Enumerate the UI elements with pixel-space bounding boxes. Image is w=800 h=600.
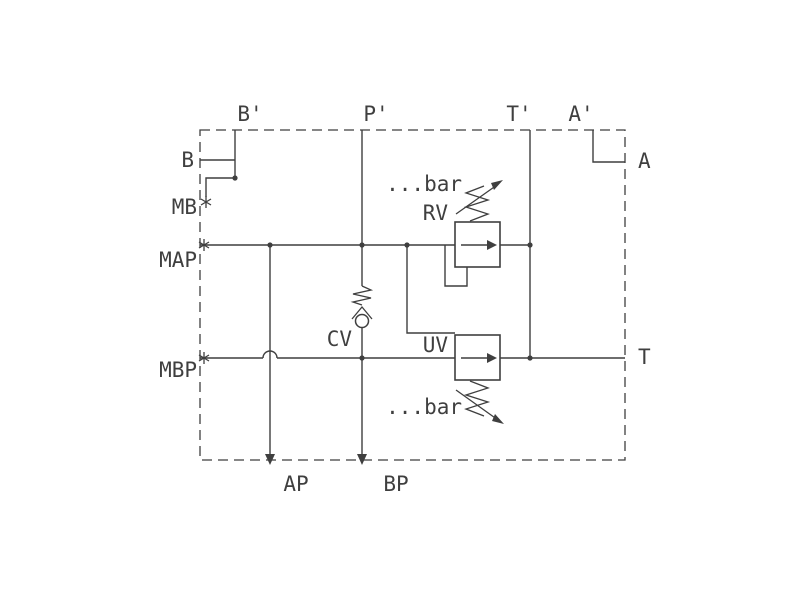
- label-cv: CV: [327, 327, 353, 351]
- unloading-valve-uv: [454, 334, 504, 424]
- port-b-lines: [200, 130, 236, 197]
- label-port-bp: BP: [383, 472, 408, 496]
- cv-seat: [351, 305, 373, 320]
- labels: B' P' T' A' B MB MAP MBP A T AP BP RV UV…: [159, 102, 651, 496]
- bp-arrow: [357, 454, 367, 465]
- label-port-a: A: [638, 149, 651, 173]
- label-port-t-prime: T': [506, 102, 531, 126]
- relief-valve-rv: [454, 180, 503, 268]
- rv-adjust-arrow-head: [491, 180, 503, 190]
- label-rv: RV: [423, 201, 449, 225]
- boundary-rect: [199, 129, 626, 461]
- rv-spring: [463, 185, 491, 222]
- label-port-b-prime: B': [237, 102, 262, 126]
- cv-spring: [350, 285, 374, 306]
- uv-adjust-arrow-shaft: [455, 389, 499, 421]
- enclosure-boundary: [199, 129, 626, 461]
- label-port-ap: AP: [283, 472, 308, 496]
- label-port-map: MAP: [159, 248, 197, 272]
- check-valve-cv: [350, 285, 374, 329]
- label-port-p-prime: P': [363, 102, 388, 126]
- mbp-line: [200, 350, 625, 359]
- label-rv-setting: ...bar: [386, 172, 462, 196]
- label-port-b: B: [181, 148, 194, 172]
- bottom-port-arrows: [265, 454, 367, 465]
- label-port-mbp: MBP: [159, 358, 197, 382]
- plug-marker-mbp: [198, 352, 210, 364]
- junction-dots: [232, 175, 533, 361]
- ap-arrow: [265, 454, 275, 465]
- label-uv-setting: ...bar: [386, 395, 462, 419]
- label-port-mb: MB: [172, 195, 197, 219]
- uv-adjust-arrow-head: [492, 414, 504, 424]
- port-a-lines: [592, 130, 625, 163]
- cv-ball: [354, 313, 370, 329]
- rv-flow-arrow-head: [487, 240, 497, 250]
- plug-marker-map: [198, 239, 210, 251]
- uv-pilot-line: [406, 245, 455, 334]
- label-port-a-prime: A': [568, 102, 593, 126]
- label-port-t: T: [638, 345, 651, 369]
- port-lines: [200, 130, 625, 460]
- plug-markers: [198, 196, 212, 364]
- label-uv: UV: [423, 333, 449, 357]
- plug-marker-mb: [200, 196, 212, 208]
- rv-adjust-arrow-shaft: [455, 184, 498, 215]
- rv-pilot-line: [444, 245, 468, 287]
- uv-spring: [463, 380, 491, 417]
- uv-flow-arrow-head: [487, 353, 497, 363]
